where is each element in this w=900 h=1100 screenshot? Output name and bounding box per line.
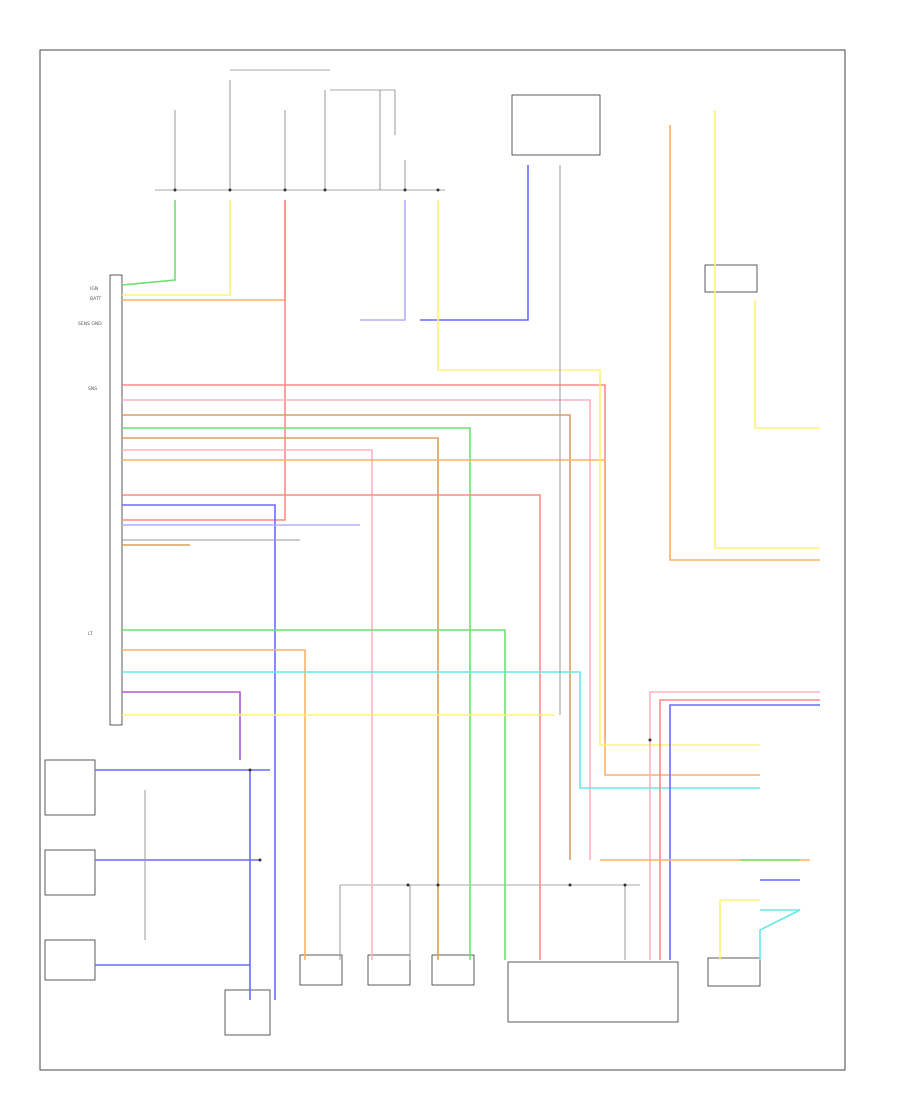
bottom-right-module <box>707 957 761 987</box>
fuse-feeds <box>174 80 406 190</box>
ecm-connector <box>109 274 123 726</box>
gray-wires <box>122 165 626 960</box>
ecm-pin-labels: IGN BATT SENS GND SNS LT <box>78 286 102 637</box>
svg-text:SENS GND: SENS GND <box>78 321 102 327</box>
bottom-connector-bank <box>507 961 679 1023</box>
sensor-box-1 <box>44 759 96 816</box>
svg-text:SNS: SNS <box>88 386 97 392</box>
svg-text:LT: LT <box>88 631 93 637</box>
diagram-frame <box>39 49 846 1071</box>
bottom-motor-2 <box>367 954 411 986</box>
relay-module-box <box>511 94 601 156</box>
bottom-motor-3 <box>431 954 475 986</box>
svg-text:BATT: BATT <box>90 296 101 302</box>
colored-wires <box>95 110 820 1000</box>
bottom-switch-box <box>224 989 271 1036</box>
bottom-motor-1 <box>299 954 343 986</box>
sensor-box-2 <box>44 849 96 896</box>
junction-dots <box>173 188 652 887</box>
right-relay-box <box>704 264 758 293</box>
svg-text:IGN: IGN <box>90 286 98 292</box>
sensor-box-3 <box>44 939 96 981</box>
